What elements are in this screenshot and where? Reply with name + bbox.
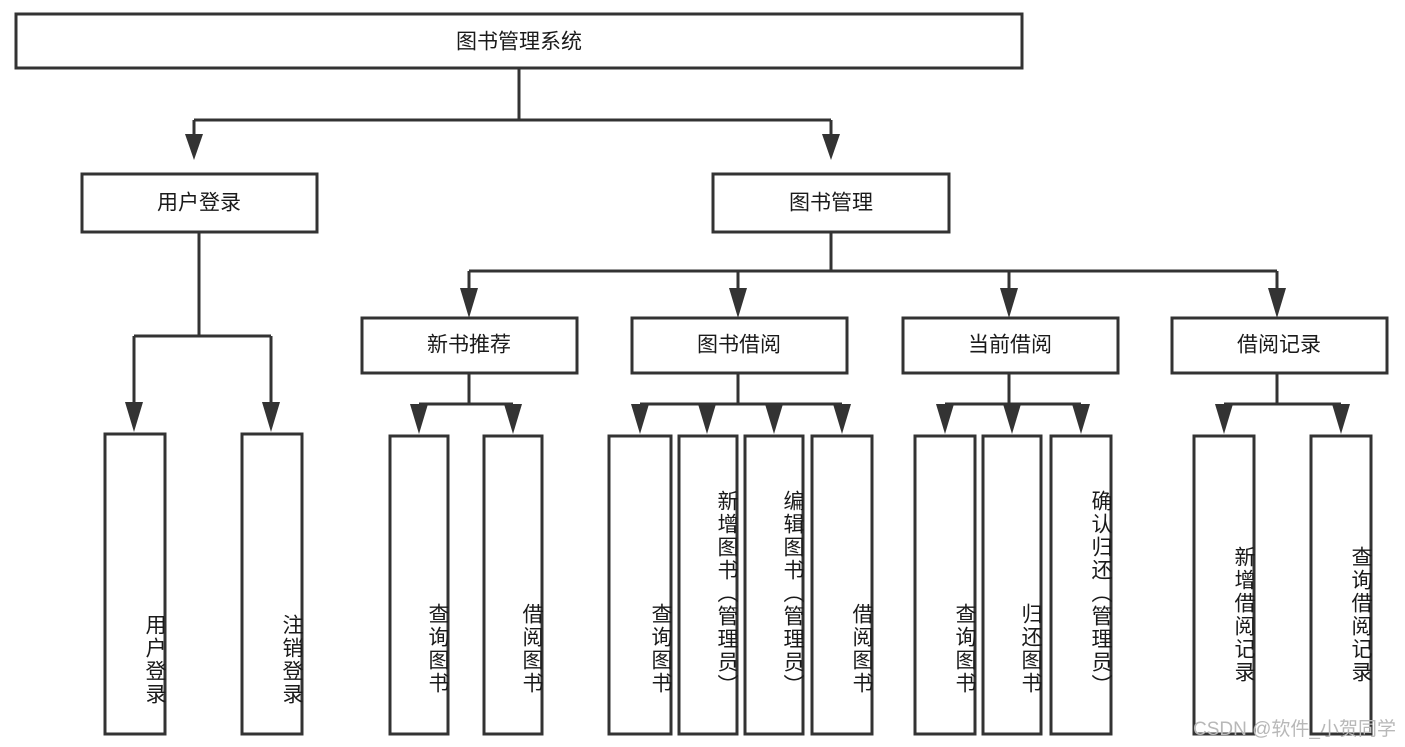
node-box-leaf-borrow-record-2[interactable] <box>1309 434 1373 736</box>
node-box-leaf-user-login-2[interactable] <box>240 432 304 736</box>
node-box-leaf-new-book-2[interactable] <box>482 434 544 736</box>
connector-user-login-to-leaves <box>125 232 280 432</box>
arrow-head-book-borrow <box>729 288 747 318</box>
connector-book-borrow-to-leaves <box>631 373 851 434</box>
node-box-leaf-current-borrow-1[interactable] <box>913 434 977 736</box>
node-box-borrow-record <box>1170 316 1389 375</box>
connector-book-manage-to-level3 <box>460 232 1286 318</box>
node-box-leaf-new-book-1[interactable] <box>388 434 450 736</box>
node-box-user-login <box>80 172 319 234</box>
node-label-current-borrow: 当前借阅 <box>968 334 1052 357</box>
node-user-login[interactable]: 用户登录 <box>80 172 319 234</box>
watermark-text: CSDN @软件_小贺同学 <box>1193 719 1396 740</box>
node-box-leaf-user-login-1[interactable] <box>103 432 167 736</box>
arrow-head-leaf-book-borrow-3 <box>765 404 783 434</box>
node-label-borrow-record: 借阅记录 <box>1237 334 1321 357</box>
node-label-book-management: 图书管理 <box>789 192 873 215</box>
node-box-book-management <box>711 172 951 234</box>
node-label-new-book-recommend: 新书推荐 <box>427 334 511 357</box>
node-box-leaf-current-borrow-3[interactable] <box>1049 434 1113 736</box>
arrow-head-book-manage <box>822 134 840 160</box>
node-box-leaf-book-borrow-2[interactable] <box>677 434 739 736</box>
node-book-borrow[interactable]: 图书借阅 <box>630 316 849 375</box>
node-book-management[interactable]: 图书管理 <box>711 172 951 234</box>
connector-borrow-record-to-leaves <box>1215 373 1350 434</box>
node-box-leaf-book-borrow-1[interactable] <box>607 434 673 736</box>
connector-current-borrow-to-leaves <box>936 373 1090 434</box>
arrow-head-leaf-borrow-record-2 <box>1332 404 1350 434</box>
arrow-head-leaf-book-borrow-2 <box>698 404 716 434</box>
arrow-head-borrow-record <box>1268 288 1286 318</box>
node-box-current-borrow <box>901 316 1120 375</box>
arrow-head-new-book <box>460 288 478 318</box>
node-root-book-management-system[interactable]: 图书管理系统 <box>14 12 1024 70</box>
node-box-new-book-recommend <box>360 316 579 375</box>
arrow-head-leaf-current-borrow-2 <box>1003 404 1021 434</box>
node-box-root <box>14 12 1024 70</box>
node-box-leaf-current-borrow-2[interactable] <box>981 434 1043 736</box>
arrow-head-leaf-borrow-record-1 <box>1215 404 1233 434</box>
node-box-book-borrow <box>630 316 849 375</box>
node-label-book-borrow: 图书借阅 <box>697 334 781 357</box>
arrow-head-leaf-book-borrow-1 <box>631 404 649 434</box>
arrow-head-leaf-new-book-2 <box>504 404 522 434</box>
arrow-head-leaf-current-borrow-1 <box>936 404 954 434</box>
arrow-head-leaf-new-book-1 <box>410 404 428 434</box>
arrow-head-user-login <box>185 134 203 160</box>
node-box-leaf-book-borrow-4[interactable] <box>810 434 874 736</box>
node-box-leaf-book-borrow-3[interactable] <box>743 434 805 736</box>
node-new-book-recommend[interactable]: 新书推荐 <box>360 316 579 375</box>
arrow-head-current-borrow <box>1000 288 1018 318</box>
arrow-head-leaf-user-login-2 <box>262 402 280 432</box>
arrow-head-leaf-book-borrow-4 <box>833 404 851 434</box>
node-label-root: 图书管理系统 <box>456 31 582 54</box>
arrow-head-leaf-user-login-1 <box>125 402 143 432</box>
connector-root-to-level2 <box>185 68 840 160</box>
connector-new-book-to-leaves <box>410 373 522 434</box>
arrow-head-leaf-current-borrow-3 <box>1072 404 1090 434</box>
node-current-borrow[interactable]: 当前借阅 <box>901 316 1120 375</box>
node-label-user-login: 用户登录 <box>157 192 241 215</box>
node-box-leaf-borrow-record-1[interactable] <box>1192 434 1256 736</box>
node-borrow-record[interactable]: 借阅记录 <box>1170 316 1389 375</box>
